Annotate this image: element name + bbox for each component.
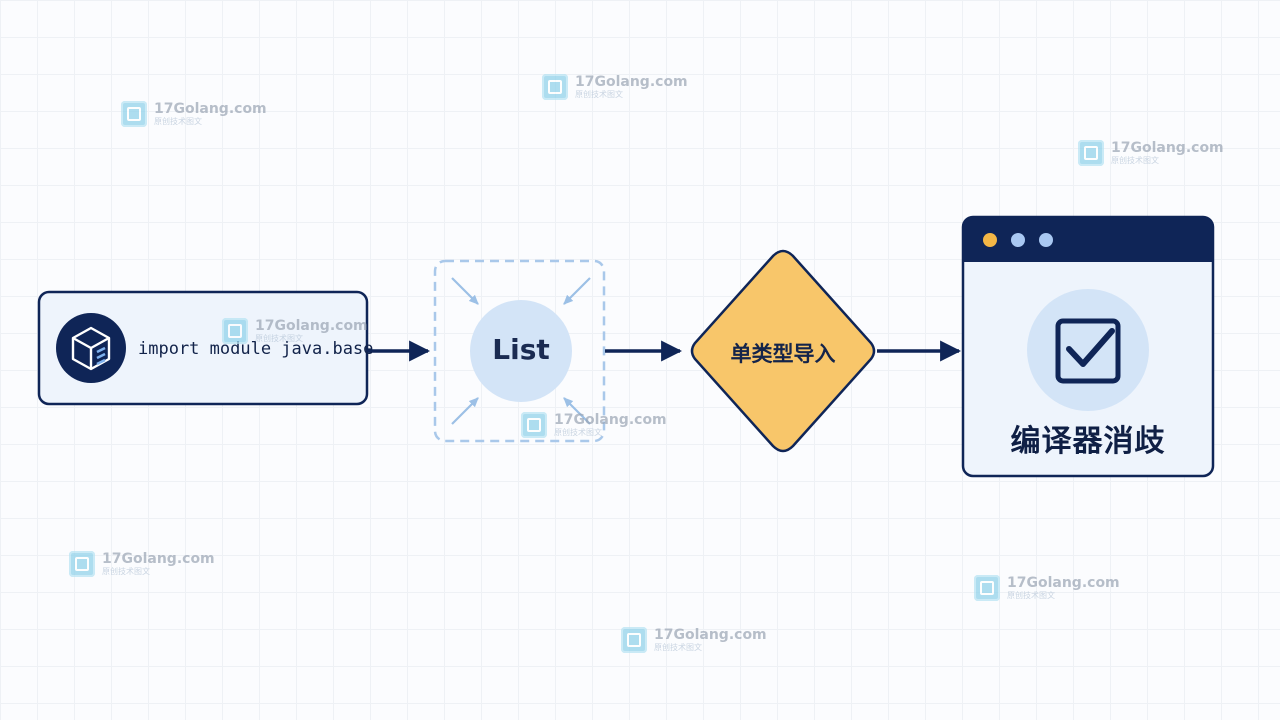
source-node <box>37 290 369 406</box>
watermark-logo-icon <box>1078 140 1104 166</box>
module-cube-icon <box>71 326 111 371</box>
list-node-label: List <box>492 333 550 366</box>
check-icon-circle <box>1027 289 1149 411</box>
watermark-logo-icon <box>974 575 1000 601</box>
result-window <box>961 215 1215 478</box>
watermark-logo-icon <box>121 101 147 127</box>
decision-node-label: 单类型导入 <box>730 342 836 366</box>
result-node-label: 编译器消歧 <box>1010 424 1166 459</box>
window-dot-amber <box>983 233 997 247</box>
watermark-logo-icon <box>621 627 647 653</box>
window-title-bar <box>963 217 1213 262</box>
watermark-logo-icon <box>521 412 547 438</box>
checkbox-check-icon <box>1055 318 1121 384</box>
window-dot-blue-2 <box>1039 233 1053 247</box>
decision-node <box>690 249 876 453</box>
converging-arrows <box>451 277 591 425</box>
list-node <box>433 259 606 443</box>
watermark-logo-icon <box>69 551 95 577</box>
watermark-logo-icon <box>542 74 568 100</box>
window-dot-blue-1 <box>1011 233 1025 247</box>
source-node-label: import module java.base <box>138 339 374 359</box>
watermark-logo-icon <box>222 318 248 344</box>
